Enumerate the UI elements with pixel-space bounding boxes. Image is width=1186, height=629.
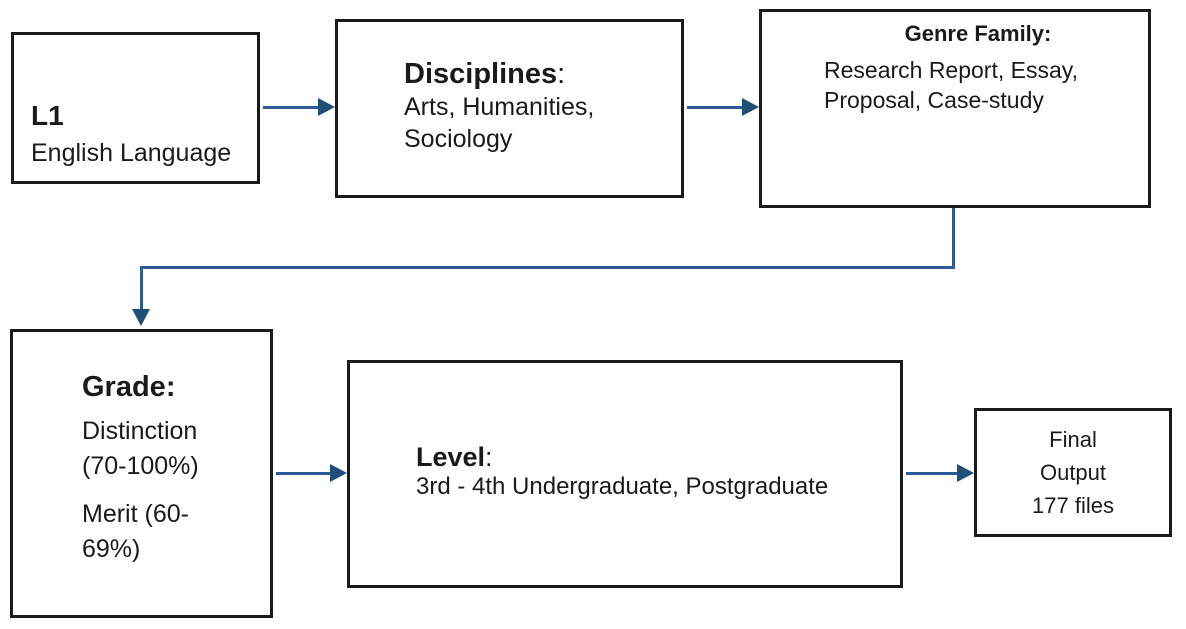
node-grade-title: Grade: <box>82 371 176 403</box>
connector-genre-to-grade-segment-down <box>952 208 955 269</box>
node-level-title: Level: <box>416 442 892 473</box>
connector-genre-to-grade-segment-left <box>140 266 955 269</box>
node-level-title-colon: : <box>485 441 493 472</box>
node-genre-family-body: Research Report, Essay, Proposal, Case-s… <box>824 57 1078 113</box>
connector-genre-to-grade-segment-drop <box>140 266 143 310</box>
arrow-disciplines-to-genre-head-icon <box>742 98 759 116</box>
node-grade-item-merit: Merit (60-69%) <box>82 500 189 563</box>
arrow-grade-to-level-shaft <box>276 472 331 475</box>
node-l1-title: L1 <box>31 100 64 131</box>
node-disciplines-title-text: Disciplines <box>404 58 558 90</box>
node-level: Level: 3rd - 4th Undergraduate, Postgrad… <box>347 360 903 588</box>
node-level-body: 3rd - 4th Undergraduate, Postgraduate <box>416 472 829 500</box>
arrow-disciplines-to-genre-shaft <box>687 106 743 109</box>
arrow-l1-to-disciplines-head-icon <box>318 98 335 116</box>
node-grade: Grade: Distinction (70-100%) Merit (60-6… <box>10 329 273 618</box>
node-genre-family: Genre Family: Research Report, Essay, Pr… <box>759 9 1151 208</box>
node-final-output: Final Output 177 files <box>974 408 1172 537</box>
arrow-level-to-final-head-icon <box>957 464 974 482</box>
arrow-level-to-final-shaft <box>906 472 958 475</box>
arrow-l1-to-disciplines-shaft <box>263 106 319 109</box>
connector-genre-to-grade-head-icon <box>132 309 150 326</box>
arrow-grade-to-level-head-icon <box>330 464 347 482</box>
node-disciplines: Disciplines: Arts, Humanities, Sociology <box>335 19 684 198</box>
node-final-output-line-1: Final <box>1049 427 1097 452</box>
node-grade-item-distinction: Distinction (70-100%) <box>82 417 199 480</box>
node-genre-family-title: Genre Family: <box>904 21 1052 46</box>
node-disciplines-title-colon: : <box>557 58 566 90</box>
node-final-output-line-2: Output <box>1039 460 1107 485</box>
node-disciplines-title: Disciplines: <box>404 58 671 91</box>
node-disciplines-body: Arts, Humanities, Sociology <box>404 93 595 153</box>
node-l1-body: English Language <box>31 139 232 167</box>
node-level-title-text: Level <box>416 441 486 472</box>
node-l1: L1 English Language <box>11 32 260 184</box>
node-final-output-line-3: 177 files <box>1032 493 1114 518</box>
